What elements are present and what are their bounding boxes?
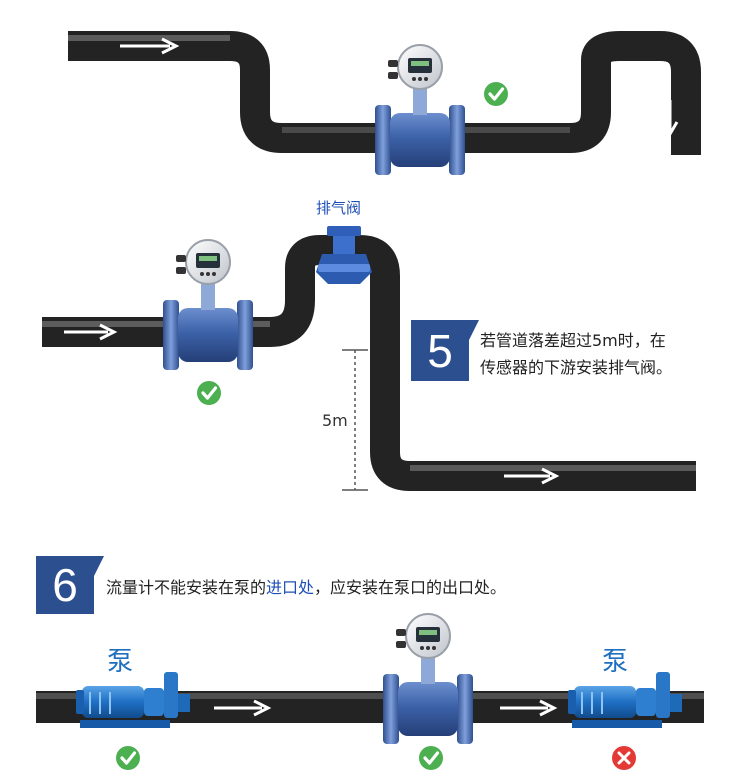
step-5-note: 若管道落差超过5m时，在 传感器的下游安装排气阀。 (480, 327, 740, 381)
check-ok-icon (195, 379, 223, 407)
flow-arrow-top-right (120, 37, 180, 55)
step-5-line-1: 若管道落差超过5m时，在 (480, 331, 666, 350)
height-dimension (342, 349, 368, 491)
check-ok-icon (417, 744, 445, 772)
step-6-highlight: 进口处 (266, 578, 315, 597)
step-5-corner (469, 320, 479, 340)
flowmeter-top (374, 44, 466, 176)
cross-wrong-icon (612, 746, 636, 770)
flow-arrow-bottom-2 (500, 699, 558, 717)
flow-arrow-top-down (661, 100, 679, 137)
step-6-text-a: 流量计不能安装在泵的 (106, 578, 267, 597)
step-5-badge: 5 (411, 320, 469, 381)
step-6-text-b: ，应安装在泵口的出口处。 (314, 578, 507, 597)
check-ok-icon (114, 744, 142, 772)
pump-label-left: 泵 (107, 647, 134, 677)
flow-arrow-middle-right (504, 467, 560, 485)
step-5-line-2: 传感器的下游安装排气阀。 (480, 358, 673, 377)
height-label: 5m (322, 411, 348, 430)
flow-arrow-middle-left (64, 323, 118, 341)
step-6-note: 流量计不能安装在泵的进口处，应安装在泵口的出口处。 (106, 574, 506, 598)
check-ok-icon (482, 80, 510, 108)
step-6-corner (94, 556, 104, 576)
exhaust-valve-label: 排气阀 (316, 199, 362, 217)
pump-label-right: 泵 (602, 647, 629, 677)
exhaust-valve (316, 226, 372, 284)
flow-arrow-bottom-1 (214, 699, 272, 717)
flowmeter-bottom (382, 613, 474, 745)
step-6-badge: 6 (36, 556, 94, 614)
flowmeter-middle (162, 239, 254, 371)
